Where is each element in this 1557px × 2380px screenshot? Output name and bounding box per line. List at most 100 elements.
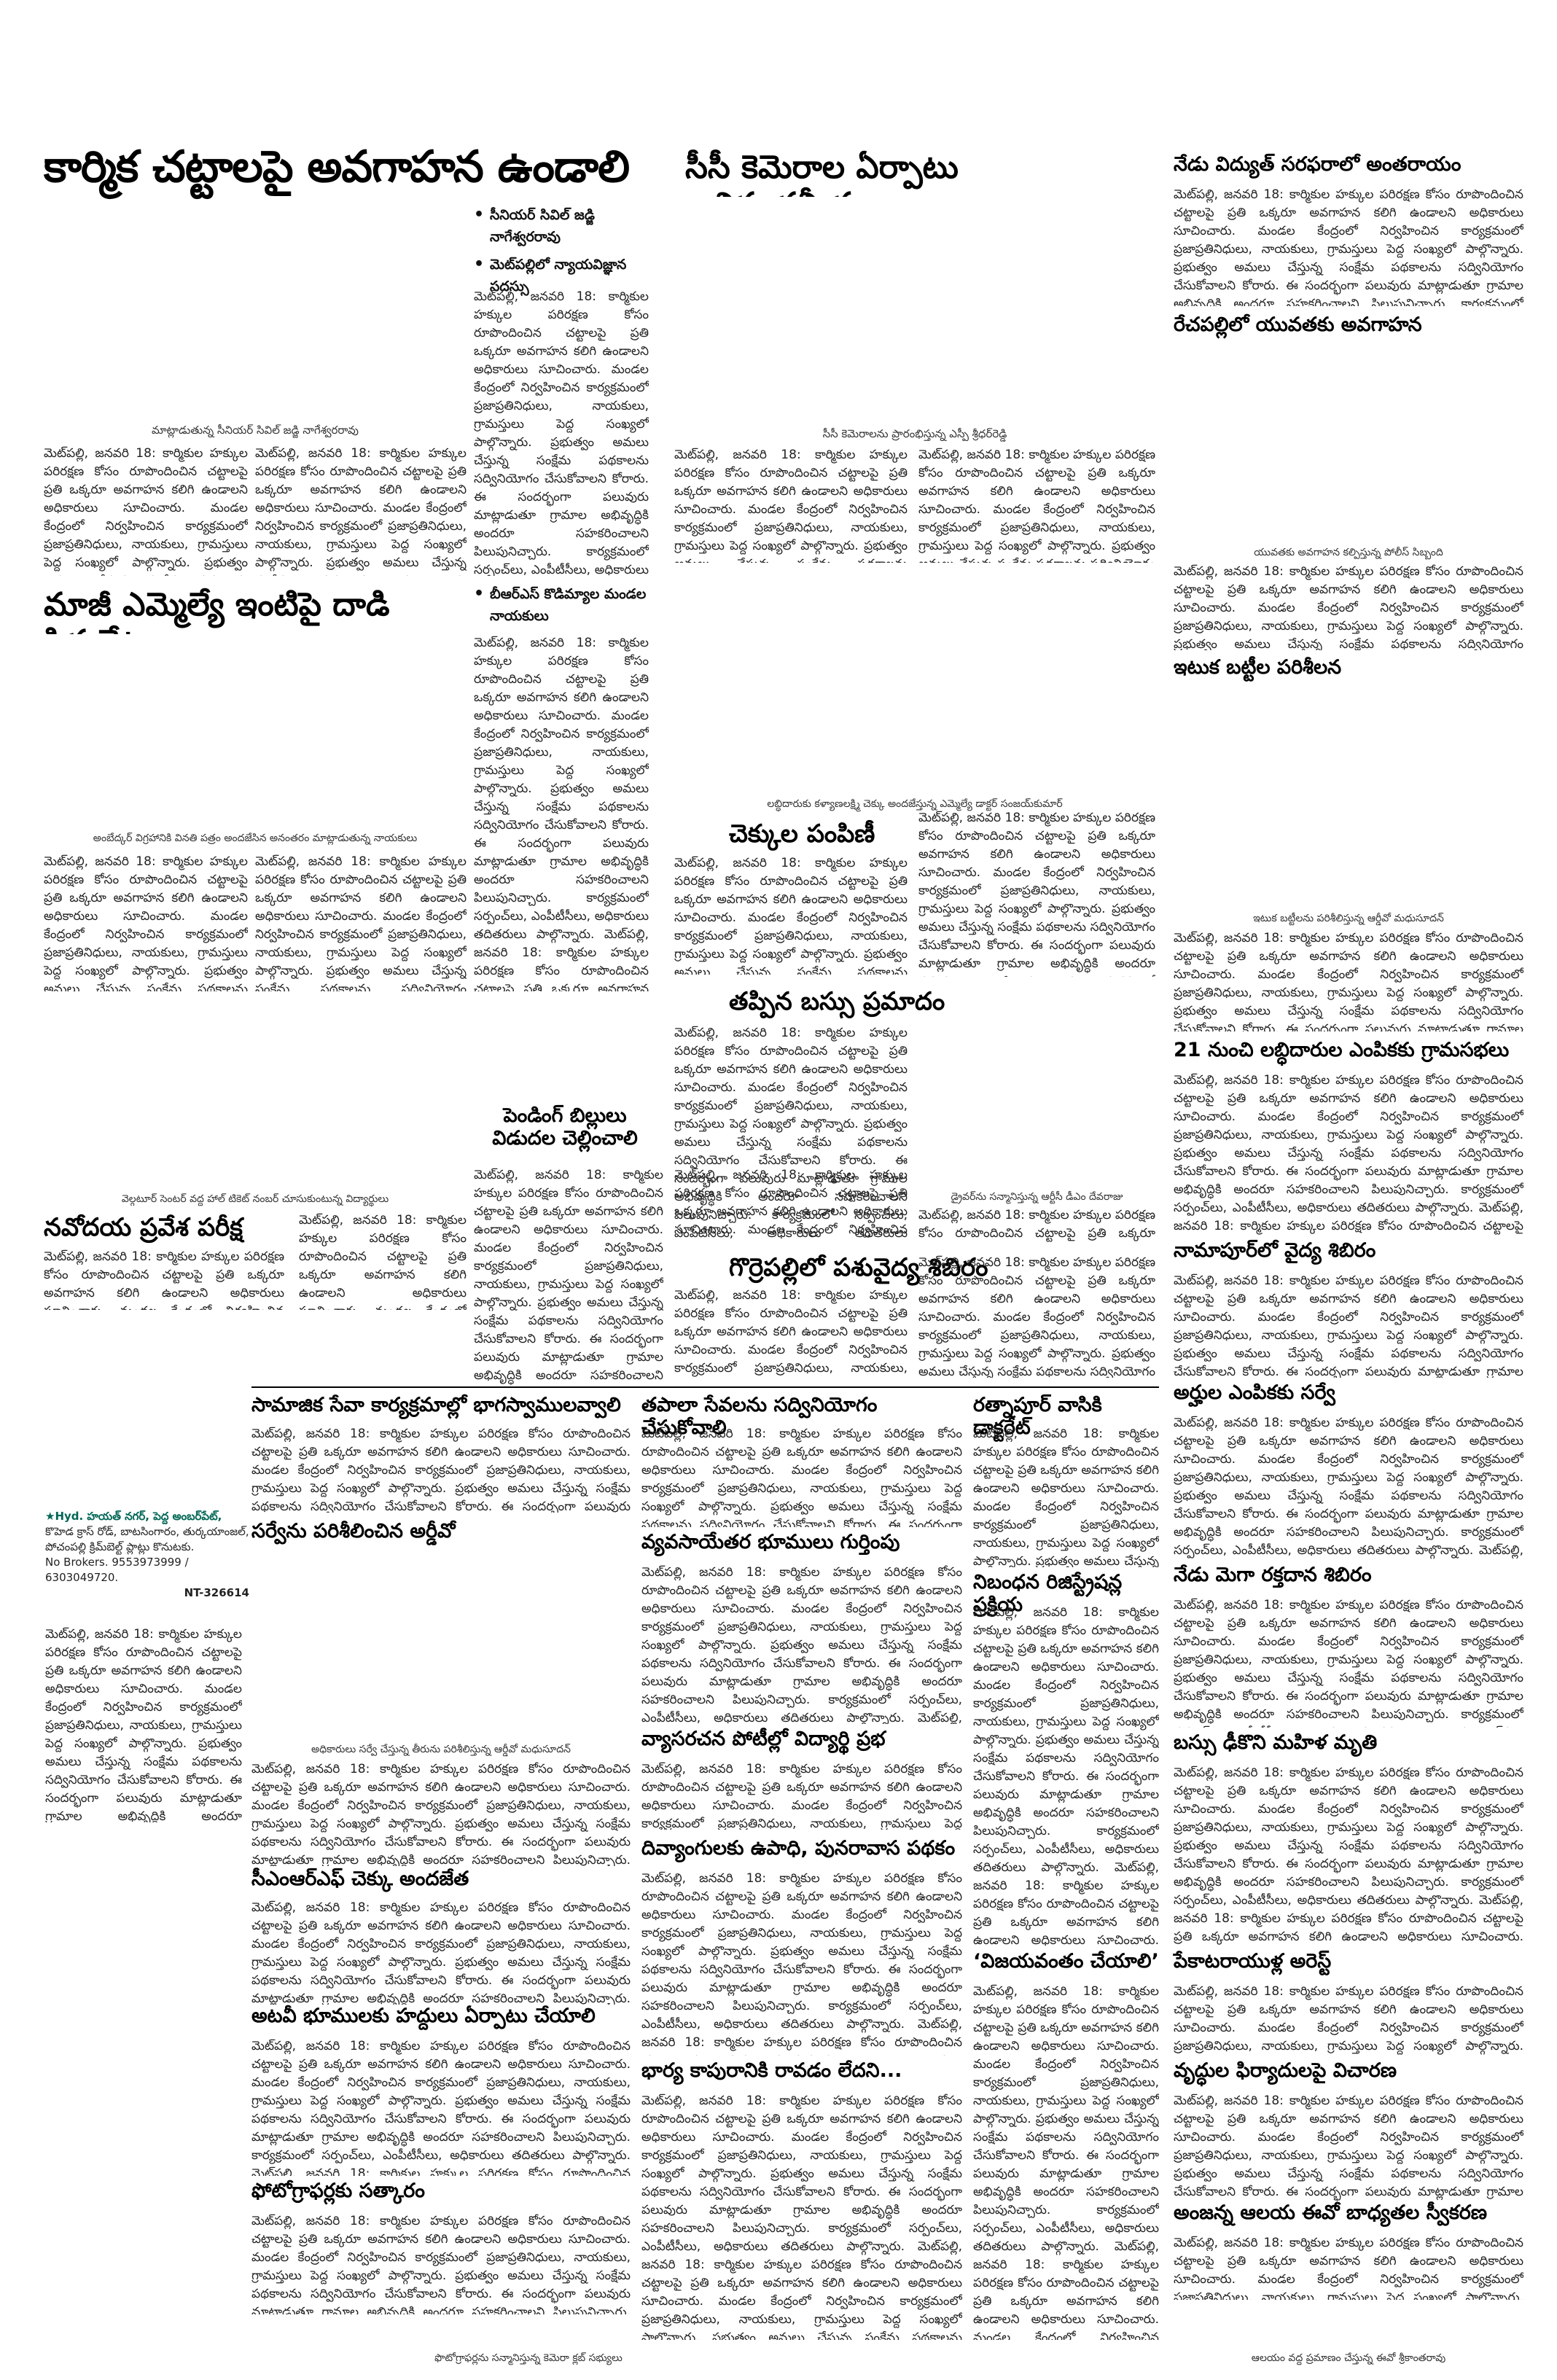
photo-kalyana-lakshmi — [674, 576, 1155, 795]
caption-cctv: సీసీ కెమెరాలను ప్రారంభిస్తున్న ఎస్పీ శ్ర… — [822, 427, 1007, 440]
caption-navodaya: వెల్గటూర్ సెంటర్ వద్ద హాల్ టికెట్ నంబర్ … — [121, 1193, 389, 1205]
headline-brick-kilns: ఇటుక బట్టీల పరిశీలన — [1174, 656, 1342, 679]
caption-police: యువతకు అవగాహన కల్పిస్తున్న పోలీస్ సిబ్బం… — [1254, 547, 1443, 558]
classified-line: No Brokers. 9553973999 / 6303049720. — [45, 1556, 189, 1584]
headline-photographers: ఫోటోగ్రాఫర్లకు సత్కారం — [251, 2180, 425, 2202]
headline-cheques: చెక్కుల పంపిణీ — [729, 819, 875, 848]
headline-gram-sabhas: 21 నుంచి లబ్ధిదారుల ఎంపికకు గ్రామసభలు — [1174, 1039, 1510, 1061]
article-body: మెట్‌పల్లి, జనవరి 18: కార్మికుల హక్కుల ప… — [44, 446, 248, 576]
article-body: మెట్‌పల్లి, జనవరి 18: కార్మికుల హక్కుల ప… — [973, 1605, 1159, 1946]
article-body: మెట్‌పల్లి, జనవరి 18: కార్మికుల హక్కుల ప… — [674, 1288, 908, 1376]
classified-line: NT-326614 — [184, 1586, 249, 1599]
article-body: మెట్‌పల్లి, జనవరి 18: కార్మికుల హక్కుల ప… — [251, 1900, 631, 2005]
article-body: మెట్‌పల్లి, జనవరి 18: కార్మికుల హక్కుల ప… — [474, 289, 649, 576]
article-body: మెట్‌పల్లి, జనవరి 18: కార్మికుల హక్కుల ప… — [918, 811, 1155, 977]
headline-rechapalli: రేచపల్లిలో యువతకు అవగాహన — [1174, 313, 1422, 336]
photo-rtc-driver — [918, 1028, 1155, 1188]
headline-wife: భార్య కాపురానికి రావడం లేదని... — [641, 2059, 902, 2082]
article-body: మెట్‌పల్లి, జనవరి 18: కార్మికుల హక్కుల ప… — [641, 2094, 962, 2340]
headline-pending-bills: పెండింగ్ బిల్లులు విడుదల చెల్లించాలి — [492, 1104, 638, 1150]
article-body: మెట్‌పల్లి, జనవరి 18: కార్మికుల హక్కుల ప… — [918, 1255, 1155, 1378]
article-body: మెట్‌పల్లి, జనవరి 18: కార్మికుల హక్కుల ప… — [1174, 1416, 1523, 1558]
article-body: మెట్‌పల్లి, జనవరి 18: కార్మికుల హక్కుల ప… — [1174, 1766, 1523, 1944]
bullet-list-judge: సీనియర్ సివిల్ జడ్జి నాగేశ్వరరావు మెట్‌ప… — [474, 204, 649, 303]
photo-brick-kilns — [1174, 689, 1523, 908]
photo-ambedkar-statue — [44, 634, 467, 827]
article-body: మెట్‌పల్లి, జనవరి 18: కార్మికుల హక్కుల ప… — [1174, 931, 1523, 1031]
article-body: మెట్‌పల్లి, జనవరి 18: కార్మికుల హక్కుల ప… — [1174, 1984, 1523, 2053]
article-body: మెట్‌పల్లి, జనవరి 18: కార్మికుల హక్కుల ప… — [1174, 1273, 1523, 1378]
article-body: మెట్‌పల్లి, జనవరి 18: కార్మికుల హక్కుల ప… — [255, 446, 467, 576]
classified-line: ★Hyd. హయత్ నగర్, పెద్ద అంబర్‌పేట్, — [45, 1510, 222, 1523]
article-body: మెట్‌పల్లి, జనవరి 18: కార్మికుల హక్కుల ప… — [1174, 1598, 1523, 1728]
article-body: మెట్‌పల్లి, జనవరి 18: కార్మికుల హక్కుల ప… — [641, 1762, 962, 1830]
article-body: మెట్‌పల్లి, జనవరి 18: కార్మికుల హక్కుల ప… — [474, 636, 649, 991]
headline-gamblers-arrest: పేకాటరాయుళ్ల అరెస్ట్ — [1174, 1950, 1332, 1973]
caption-ambedkar: అంబేద్కర్ విగ్రహానికి వినతి పత్రం అందజేస… — [93, 832, 418, 844]
article-body: మెట్‌పల్లి, జనవరి 18: కార్మికుల హక్కుల ప… — [674, 1026, 908, 1239]
bullet-item: మెట్‌పల్లిలో న్యాయవిజ్ఞాన సదస్సు — [474, 254, 649, 297]
headline-blood-donation: నేడు మెగా రక్తదాన శిబిరం — [1174, 1564, 1372, 1586]
article-body: మెట్‌పల్లి, జనవరి 18: కార్మికుల హక్కుల ప… — [299, 1213, 467, 1310]
article-body: మెట్‌పల్లి, జనవరి 18: కార్మికుల హక్కుల ప… — [674, 856, 908, 975]
photo-rdo-survey — [251, 1553, 631, 1742]
headline-doctorate: రత్నాపూర్ వాసికి డాక్టరేట్ — [973, 1394, 1102, 1440]
headline-elderly-complaints: వృద్ధుల ఫిర్యాదులపై విచారణ — [1174, 2059, 1397, 2082]
headline-namapur-camp: నామాపూర్‌లో వైద్య శిబిరం — [1174, 1239, 1376, 1262]
headline-bus-accident: తప్పిన బస్సు ప్రమాదం — [729, 987, 945, 1016]
headline-essay-contest: వ్యాసరచన పోటీల్లో విద్యార్థి ప్రభ — [641, 1728, 886, 1750]
article-body: మెట్‌పల్లి, జనవరి 18: కార్మికుల హక్కుల ప… — [1174, 2094, 1523, 2199]
article-body: మెట్‌పల్లి, జనవరి 18: కార్మికుల హక్కుల ప… — [1174, 2236, 1523, 2300]
photo-navodaya-hall-ticket — [44, 1021, 467, 1185]
article-body: మెట్‌పల్లి, జనవరి 18: కార్మికుల హక్కుల ప… — [251, 1427, 631, 1513]
caption-rdo-survey: అధికారులు సర్వే చేస్తున్న తీరును పరిశీలి… — [311, 1744, 571, 1755]
headline-labour-laws: కార్మిక చట్టాలపై అవగాహన ఉండాలి — [44, 141, 630, 192]
article-body: మెట్‌పల్లి, జనవరి 18: కార్మికుల హక్కుల ప… — [973, 1427, 1159, 1567]
article-body: మెట్‌పల్లి, జనవరి 18: కార్మికుల హక్కుల ప… — [1174, 1073, 1523, 1233]
article-body: మెట్‌పల్లి, జనవరి 18: కార్మికుల హక్కుల ప… — [674, 448, 908, 563]
headline-forest-land: అటవీ భూములకు హద్దులు ఏర్పాటు చేయాలి — [251, 2005, 596, 2027]
article-body: మెట్‌పల్లి, జనవరి 18: కార్మికుల హక్కుల ప… — [973, 1984, 1159, 2340]
article-body: మెట్‌పల్లి, జనవరి 18: కార్మికుల హక్కుల ప… — [674, 1168, 908, 1237]
photo-police-awareness — [1174, 350, 1523, 543]
headline-survey: అర్హుల ఎంపికకు సర్వే — [1174, 1381, 1335, 1404]
article-body: మెట్‌పల్లి, జనవరి 18: కార్మికుల హక్కుల ప… — [918, 448, 1155, 563]
article-body: మెట్‌పల్లి, జనవరి 18: కార్మికుల హక్కుల ప… — [641, 1871, 962, 2056]
article-body: మెట్‌పల్లి, జనవరి 18: కార్మికుల హక్కుల ప… — [918, 1208, 1155, 1241]
caption-judge: మాట్లాడుతున్న సీనియర్ సివిల్ జడ్జి నాగేశ… — [152, 424, 359, 437]
headline-power-cut: నేడు విద్యుత్ సరఫరాలో అంతరాయం — [1174, 153, 1462, 176]
headline-make-success: ‘విజయవంతం చేయాలి’ — [973, 1950, 1159, 1973]
caption-cheque: లబ్ధిదారుకు కళ్యాణలక్ష్మి చెక్కు అందజేస్… — [767, 798, 1063, 810]
bullet-item: బీఆర్ఎస్ కొడిమ్యాల మండల నాయకులు — [474, 583, 649, 627]
article-body: మెట్‌పల్లి, జనవరి 18: కార్మికుల హక్కుల ప… — [641, 1427, 962, 1527]
article-body: మెట్‌పల్లి, జనవరి 18: కార్మికుల హక్కుల ప… — [255, 854, 467, 991]
article-body: మెట్‌పల్లి, జనవరి 18: కార్మికుల హక్కుల ప… — [44, 854, 248, 991]
classified-ad: ★Hyd. హయత్ నగర్, పెద్ద అంబర్‌పేట్, కొహెడ… — [45, 1509, 249, 1601]
article-body: మెట్‌పల్లి, జనవరి 18: కార్మికుల హక్కుల ప… — [44, 1249, 284, 1310]
classified-line: పోచంపల్లి క్రిమ్‌బెల్ట్ ప్లాట్లు కొనుటకు… — [45, 1540, 195, 1553]
headline-bus-death: బస్సు ఢీకొని మహిళ మృతి — [1174, 1731, 1378, 1754]
article-body: మెట్‌పల్లి, జనవరి 18: కార్మికుల హక్కుల ప… — [474, 1168, 663, 1383]
headline-registration: నిబంధన రిజిస్ట్రేషన్ల ప్రక్రియ — [973, 1571, 1123, 1617]
caption-temple: ఆలయం వద్ద ప్రమాణం చేస్తున్న ఈవో శ్రీకాంత… — [1251, 2352, 1446, 2364]
headline-non-agri-land: వ్యవసాయేతర భూములు గుర్తింపు — [641, 1531, 900, 1553]
headline-navodaya: నవోదయ ప్రవేశ పరీక్ష — [44, 1213, 243, 1242]
caption-rtc: డ్రైవర్‌ను సన్మానిస్తున్న ఆర్టీసీ డీఎం ద… — [951, 1191, 1123, 1203]
headline-vet-camp: గొర్రెపల్లిలో పశువైద్య శిబిరం — [729, 1253, 988, 1282]
caption-brick-kilns: ఇటుక బట్టీలను పరిశీలిస్తున్న ఆర్డీవో మధు… — [1253, 913, 1444, 924]
article-body: మెట్‌పల్లి, జనవరి 18: కార్మికుల హక్కుల ప… — [1174, 564, 1523, 650]
bullet-item: సీనియర్ సివిల్ జడ్జి నాగేశ్వరరావు — [474, 204, 649, 248]
photo-cctv-inauguration — [674, 197, 1155, 426]
article-body: మెట్‌పల్లి, జనవరి 18: కార్మికుల హక్కుల ప… — [45, 1627, 242, 1822]
headline-cmrf: సీఎంఆర్‌ఎఫ్ చెక్కు అందజేత — [251, 1868, 469, 1890]
classified-line: కొహెడ క్రాస్ రోడ్, బాటసింగారం, తుర్కయాంజ… — [45, 1525, 249, 1538]
article-body: మెట్‌పల్లి, జనవరి 18: కార్మికుల హక్కుల ప… — [641, 1565, 962, 1724]
article-body: మెట్‌పల్లి, జనవరి 18: కార్మికుల హక్కుల ప… — [251, 1762, 631, 1866]
article-body: మెట్‌పల్లి, జనవరి 18: కార్మికుల హక్కుల ప… — [1174, 187, 1523, 306]
divider — [251, 1386, 1159, 1388]
headline-postal: తపాలా సేవలను సద్వినియోగం చేసుకోవాలి — [641, 1394, 878, 1440]
headline-social-service: సామాజిక సేవా కార్యక్రమాల్లో భాగస్వాములవ్… — [251, 1394, 621, 1416]
article-body: మెట్‌పల్లి, జనవరి 18: కార్మికుల హక్కుల ప… — [251, 2214, 631, 2314]
headline-temple-eo: అంజన్న ఆలయ ఈవో బాధ్యతల స్వీకరణ — [1174, 2201, 1488, 2224]
headline-disabled-scheme: దివ్యాంగులకు ఉపాధి, పునరావాస పథకం — [641, 1837, 956, 1860]
